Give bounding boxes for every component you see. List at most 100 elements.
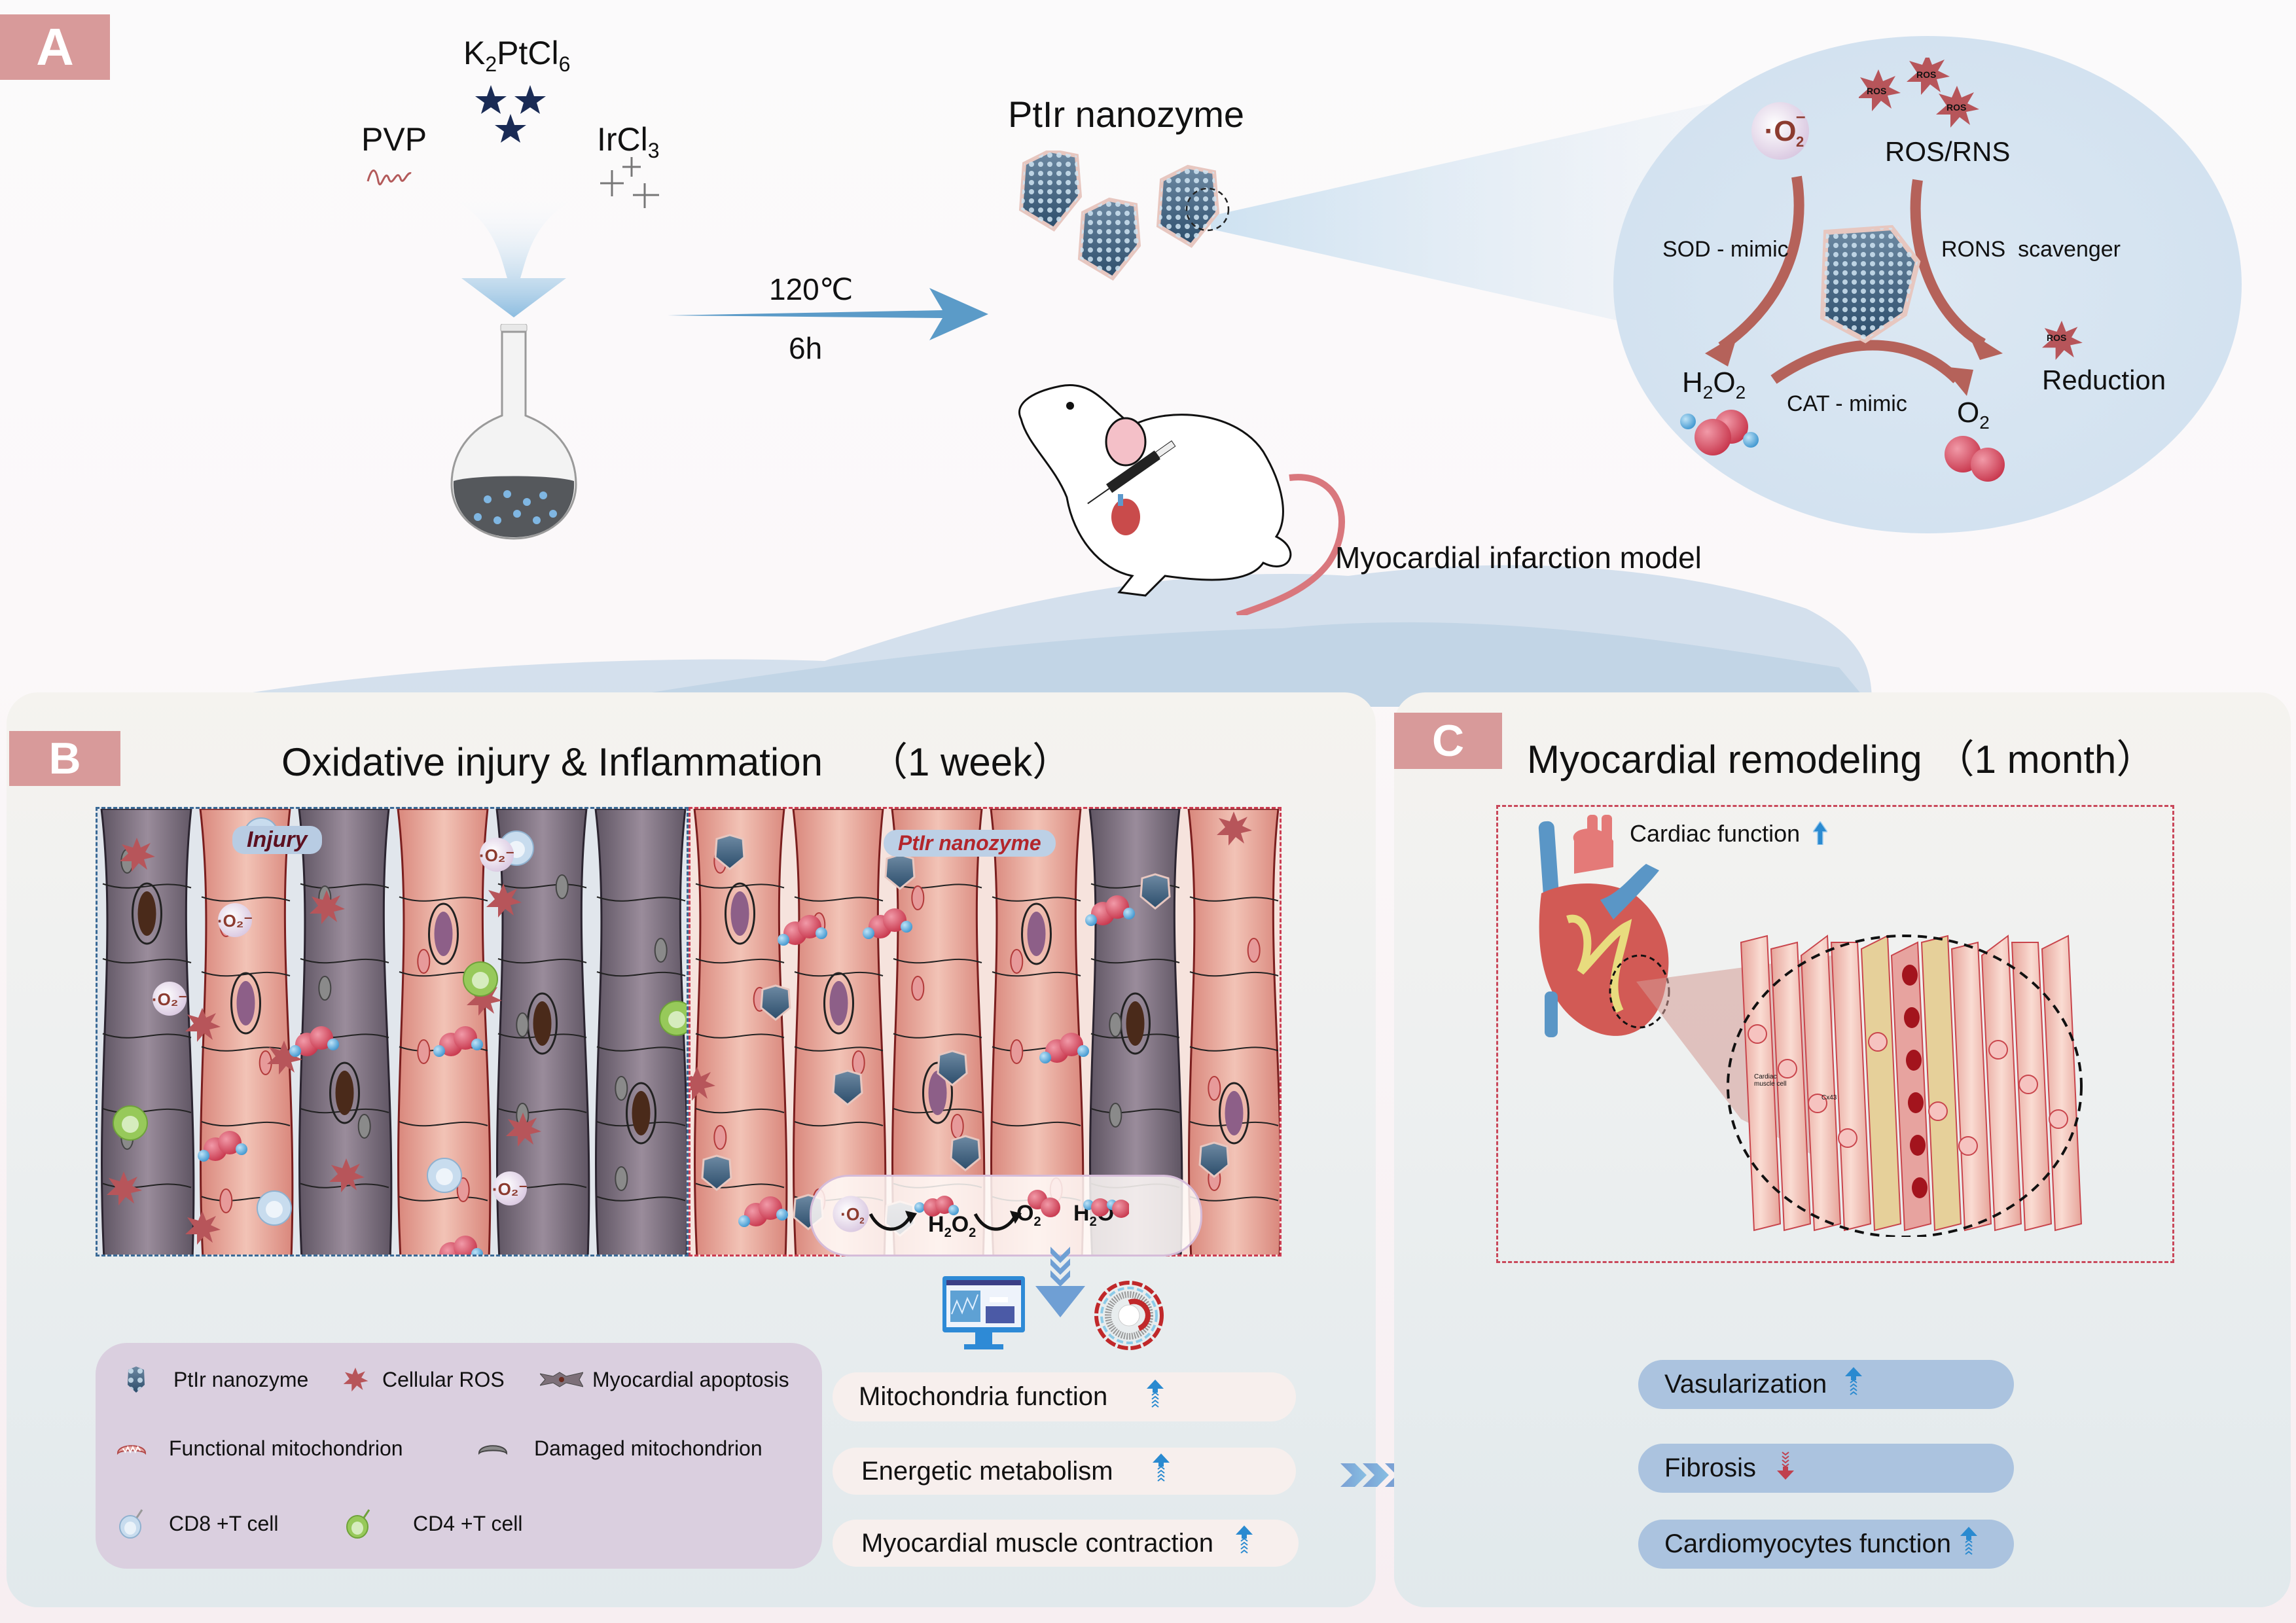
sod-mimic-label: SOD - mimic bbox=[1662, 237, 1789, 262]
panel-b-title: Oxidative injury & Inflammation（1 week） bbox=[281, 730, 1071, 787]
ircl3-base: IrCl bbox=[597, 121, 648, 158]
cell-nucleus bbox=[1225, 1091, 1244, 1135]
ptir-nanozyme-title: PtIr nanozyme bbox=[1008, 94, 1245, 135]
hydrogen-atom bbox=[471, 1248, 483, 1255]
reagent-pvp: PVP bbox=[361, 121, 427, 158]
functional-mitochondrion bbox=[1247, 938, 1261, 963]
legend-label: CD4 +T cell bbox=[413, 1511, 523, 1535]
oxygen-atom bbox=[759, 1196, 782, 1220]
functional-mitochondrion bbox=[911, 885, 925, 910]
functional-mitochondrion bbox=[417, 1039, 431, 1064]
damaged-mitochondrion bbox=[357, 1114, 371, 1139]
nanozyme-particle bbox=[760, 984, 791, 1021]
mechanism-nanozyme bbox=[1813, 223, 1924, 350]
svg-text:–: – bbox=[1796, 106, 1805, 126]
functional-mitochondrion bbox=[456, 1177, 470, 1202]
ros-badge-2: ROS bbox=[1916, 69, 1937, 80]
legend-label: Cellular ROS bbox=[382, 1367, 505, 1391]
o2-label: O2 bbox=[1957, 397, 1990, 433]
functional-mitochondrion bbox=[852, 1050, 865, 1075]
damaged-mitochondrion bbox=[615, 1166, 628, 1191]
cell-nucleus bbox=[434, 912, 453, 956]
ptir-nanozyme-tag: PtIr nanozyme bbox=[884, 830, 1056, 857]
svg-text:2: 2 bbox=[1796, 134, 1804, 150]
ros-burst bbox=[310, 890, 345, 924]
o2-s: 2 bbox=[1979, 412, 1990, 433]
legend-label: PtIr nanozyme bbox=[173, 1367, 309, 1391]
reduction-label: Reduction bbox=[2042, 365, 2166, 395]
cascade-h2o: H2O bbox=[1073, 1201, 1114, 1230]
cardiomyocyte bbox=[1800, 935, 1842, 1232]
outcome-label: Energetic metabolism bbox=[861, 1456, 1113, 1486]
reaction-cascade-box bbox=[810, 1175, 1202, 1257]
functional-mitochondrion bbox=[950, 1114, 964, 1139]
legend-label: Myocardial apoptosis bbox=[592, 1367, 789, 1391]
star-icons bbox=[475, 85, 553, 147]
panel-c-title-text: Myocardial remodeling bbox=[1527, 738, 1922, 781]
down-arrow-icon bbox=[1777, 1451, 1795, 1486]
cell-nucleus-ring bbox=[626, 1082, 656, 1145]
background-cloud bbox=[170, 537, 1872, 707]
oxygen-atom bbox=[218, 1131, 242, 1154]
hydrogen-atom bbox=[327, 1039, 339, 1050]
oxygen-atom bbox=[454, 1026, 477, 1050]
muscle-fiber bbox=[990, 809, 1085, 1255]
cell-label-line2: muscle cell bbox=[1754, 1080, 1787, 1088]
blood-vessel bbox=[1890, 941, 1932, 1232]
nanozyme-icon bbox=[121, 1364, 151, 1395]
ros-badge-1: ROS bbox=[1867, 86, 1887, 96]
h2o2-s1: 2 bbox=[1702, 382, 1713, 402]
ros-burst bbox=[120, 838, 155, 872]
injury-tissue: ·O₂⁻·O₂⁻·O₂⁻·O₂⁻ bbox=[96, 807, 689, 1257]
ros-cluster bbox=[1857, 53, 2009, 139]
outcome-fibrosis: Fibrosis bbox=[1638, 1444, 2014, 1493]
cell-nucleus bbox=[236, 981, 255, 1026]
nanozyme-particle bbox=[832, 1069, 863, 1106]
cell-nucleus-ring bbox=[823, 972, 854, 1035]
hydrogen-atom bbox=[901, 921, 912, 933]
nanozyme-particle bbox=[1139, 873, 1171, 910]
zoom-beam bbox=[1211, 98, 1734, 350]
nanozyme-particles bbox=[1018, 148, 1240, 311]
funnel-arrow bbox=[435, 187, 592, 321]
legend-item-ros: Cellular ROS bbox=[340, 1364, 505, 1395]
hydrogen-atom bbox=[198, 1150, 209, 1162]
hydrogen-atom bbox=[776, 1209, 788, 1221]
reagent-k2ptcl6: K2PtCl6 bbox=[463, 34, 570, 77]
nanozyme-particle bbox=[1198, 1141, 1230, 1178]
o2-a: O bbox=[1957, 397, 1980, 429]
superoxide-bubble: ·O 2 – bbox=[1748, 98, 1813, 167]
computer-monitor-icon bbox=[941, 1275, 1026, 1357]
red-blood-cell bbox=[1902, 965, 1918, 986]
cardiomyocyte bbox=[2041, 935, 2083, 1232]
cardiomyocyte bbox=[1740, 935, 1782, 1232]
cell-nucleus bbox=[1928, 1101, 1948, 1121]
functional-mitochondrion bbox=[417, 949, 431, 974]
muscle-fiber bbox=[1187, 809, 1280, 1255]
legend-label: Damaged mitochondrion bbox=[534, 1436, 762, 1460]
legend-box bbox=[96, 1343, 822, 1569]
cell-nucleus bbox=[533, 1001, 552, 1046]
red-blood-cell bbox=[1904, 1007, 1920, 1028]
damaged-mitochondrion bbox=[555, 874, 569, 899]
cascade-arrow-1 bbox=[867, 1204, 920, 1240]
outcome-vascularization: Vasularization bbox=[1638, 1360, 2014, 1409]
superoxide-radical bbox=[152, 982, 187, 1016]
functional-mitochondrion bbox=[1010, 1039, 1024, 1064]
outcome-myocardial-muscle-contraction: Myocardial muscle contraction bbox=[833, 1520, 1299, 1567]
cell-nucleus-ring bbox=[329, 1061, 360, 1124]
rat-illustration bbox=[1001, 366, 1355, 618]
cell-nucleus-ring bbox=[132, 882, 162, 945]
svg-text:·O₂⁻: ·O₂⁻ bbox=[479, 846, 514, 865]
panel-c-title: Myocardial remodeling（1 month） bbox=[1527, 728, 2155, 785]
h2o2-s2: 2 bbox=[1735, 382, 1746, 402]
cd8-t-cell-icon bbox=[117, 1508, 147, 1539]
muscle-fiber bbox=[693, 809, 788, 1255]
ros-burst bbox=[185, 1008, 221, 1042]
cascade-h2o2-b: O bbox=[951, 1212, 969, 1237]
outcome-label: Myocardial muscle contraction bbox=[861, 1528, 1213, 1558]
legend-label: CD8 +T cell bbox=[169, 1511, 279, 1535]
outcome-label: Vasularization bbox=[1664, 1370, 1827, 1399]
cell-nucleus-ring bbox=[725, 882, 755, 945]
